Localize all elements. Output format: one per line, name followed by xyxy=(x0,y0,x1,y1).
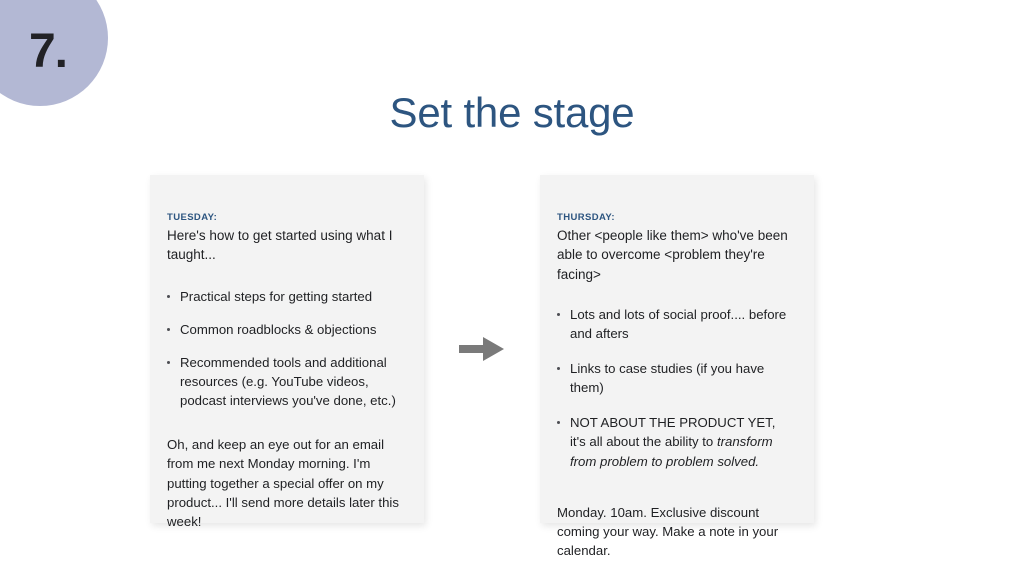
card-outro-tuesday: Oh, and keep an eye out for an email fro… xyxy=(167,437,399,529)
card-intro-tuesday: Here's how to get started using what I t… xyxy=(167,228,393,263)
right-arrow-icon xyxy=(459,336,505,362)
list-item-label: Practical steps for getting started xyxy=(180,288,373,304)
card-outro-thursday: Monday. 10am. Exclusive discount coming … xyxy=(557,504,779,559)
list-item-label: Lots and lots of social proof.... before… xyxy=(570,306,787,341)
list-item-label: Links to case studies (if you have them) xyxy=(570,361,765,396)
list-item-label: NOT ABOUT THE PRODUCT YET, it's all abou… xyxy=(570,415,776,450)
day-label-thursday: THURSDAY: xyxy=(557,212,615,223)
slide-number-badge: 7. xyxy=(0,0,108,106)
list-item: Links to case studies (if you have them) xyxy=(557,359,792,397)
day-label-tuesday: TUESDAY: xyxy=(167,212,218,223)
card-thursday: THURSDAY: Other <people like them> who'v… xyxy=(540,175,814,558)
list-item: NOT ABOUT THE PRODUCT YET, it's all abou… xyxy=(557,413,792,470)
bullet-list-tuesday: Practical steps for getting started Comm… xyxy=(167,287,402,411)
list-item: Recommended tools and additional resourc… xyxy=(167,353,402,410)
list-item-emphasis: transform from problem to problem solved… xyxy=(570,434,773,469)
list-item: Lots and lots of social proof.... before… xyxy=(557,305,792,343)
list-item-label: Common roadblocks & objections xyxy=(180,321,377,337)
list-item: Common roadblocks & objections xyxy=(167,320,402,339)
list-item-label: Recommended tools and additional resourc… xyxy=(180,354,396,409)
page-title: Set the stage xyxy=(389,89,635,137)
card-intro-thursday: Other <people like them> who've been abl… xyxy=(557,228,788,282)
list-item: Practical steps for getting started xyxy=(167,287,402,306)
bullet-list-thursday: Lots and lots of social proof.... before… xyxy=(557,305,792,471)
slide-number-text: 7. xyxy=(28,25,68,78)
card-tuesday: TUESDAY: Here's how to get started using… xyxy=(150,175,424,529)
